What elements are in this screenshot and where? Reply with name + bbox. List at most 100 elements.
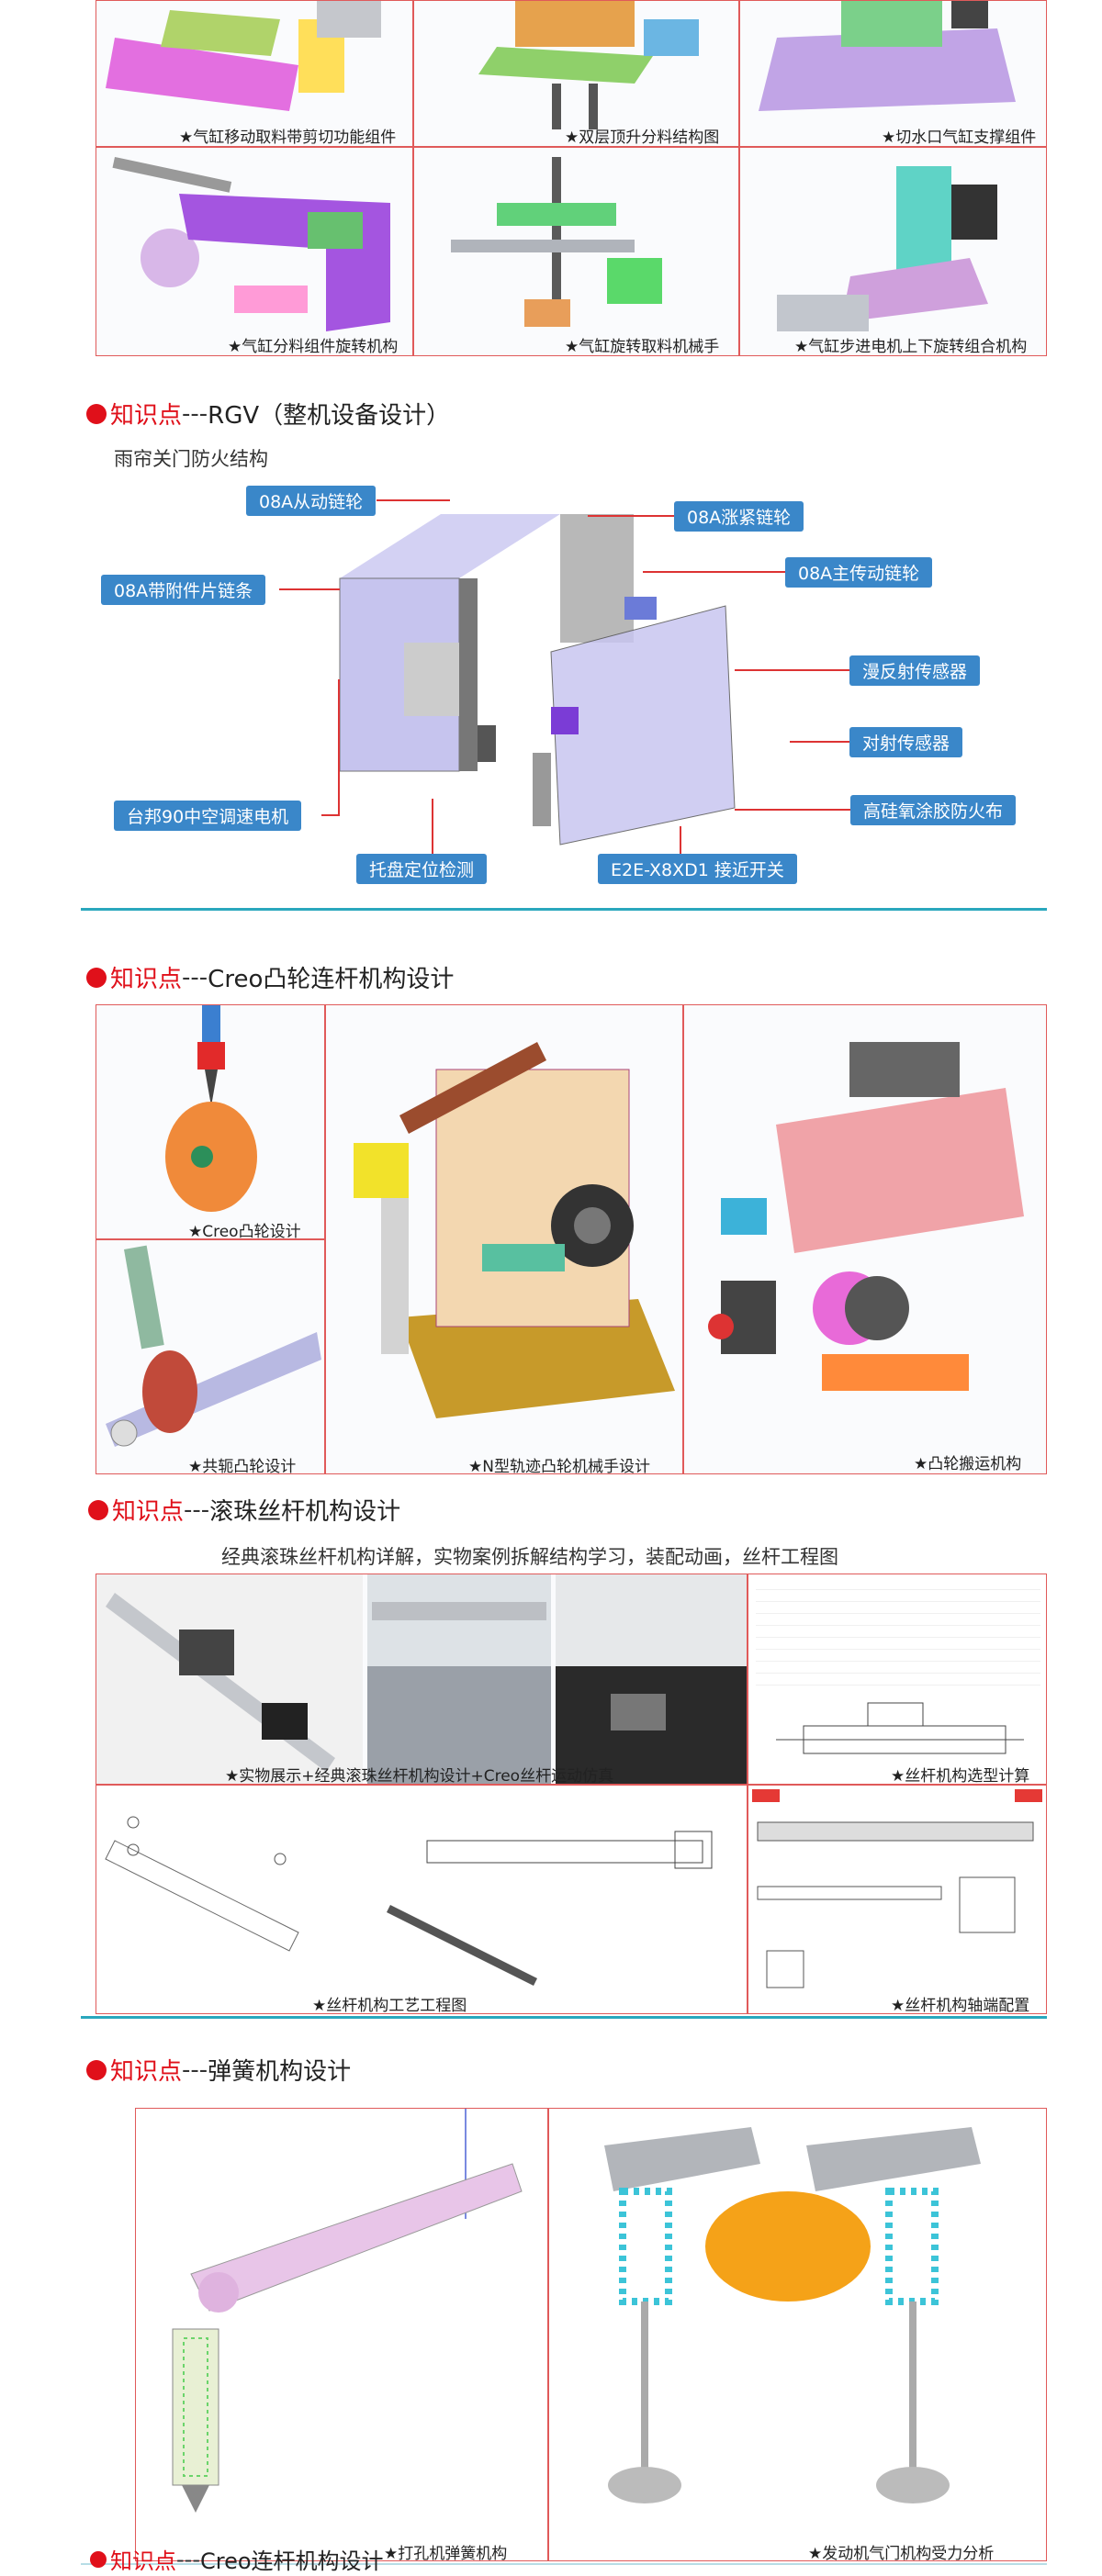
section-divider bbox=[81, 2016, 1047, 2019]
callout-fireproof-cloth: 高硅氧涂胶防火布 bbox=[850, 795, 1017, 825]
illustration-shaft-end bbox=[757, 1821, 1034, 1988]
callout-proximity-switch: E2E-X8XD1 接近开关 bbox=[598, 854, 797, 884]
calc-spec-table bbox=[756, 1578, 1040, 1688]
heading-topic: Creo凸轮连杆机构设计 bbox=[208, 966, 455, 993]
illustration-stepper-rotate bbox=[777, 166, 997, 331]
panel-cam-transfer bbox=[683, 1004, 1047, 1474]
heading-keyword: 知识点 bbox=[110, 402, 183, 430]
heading-separator: --- bbox=[184, 1495, 210, 1524]
calc-schematic bbox=[776, 1702, 1024, 1754]
illustration-screw-photos bbox=[96, 1574, 747, 1784]
callout-chain: 08A带附件片链条 bbox=[101, 575, 266, 605]
panel-screw-calc bbox=[748, 1574, 1047, 1785]
caption-cylinder-cut: ★气缸移动取料带剪切功能组件 bbox=[179, 129, 397, 147]
caption-stepper-rotate: ★气缸步进电机上下旋转组合机构 bbox=[794, 338, 1028, 356]
panel-double-lift bbox=[413, 0, 739, 147]
shaft-end-tag-support bbox=[1015, 1789, 1042, 1802]
bullet-dot bbox=[86, 2059, 107, 2080]
bullet-dot bbox=[86, 403, 107, 424]
leader-line bbox=[588, 515, 674, 517]
panel-rotate-grab bbox=[413, 147, 739, 356]
callout-motor: 台邦90中空调速电机 bbox=[114, 801, 302, 831]
illustration-cylinder-cut bbox=[106, 1, 381, 111]
heading-separator: --- bbox=[182, 399, 208, 428]
panel-screw-drawing bbox=[96, 1785, 748, 2014]
caption-creo-cam: ★Creo凸轮设计 bbox=[188, 1223, 301, 1241]
heading-keyword: 知识点 bbox=[110, 966, 183, 993]
panel-valve-spring bbox=[548, 2108, 1047, 2561]
caption-valve-spring: ★发动机气门机构受力分析 bbox=[808, 2545, 995, 2563]
heading-separator: --- bbox=[176, 2546, 200, 2572]
illustration-n-track-cam bbox=[354, 1042, 675, 1418]
leader-line bbox=[735, 809, 850, 811]
leader-line bbox=[279, 588, 340, 590]
callout-through-beam-sensor: 对射传感器 bbox=[849, 727, 963, 757]
section-divider bbox=[81, 908, 1047, 911]
leader-line bbox=[735, 669, 849, 671]
caption-n-track-cam: ★N型轨迹凸轮机械手设计 bbox=[468, 1458, 650, 1476]
illustration-valve-spring bbox=[604, 2127, 981, 2503]
caption-screw-calc: ★丝杆机构选型计算 bbox=[891, 1767, 1030, 1786]
heading-topic: 滚珠丝杆机构设计 bbox=[209, 1498, 401, 1526]
illustration-rotate-split bbox=[112, 157, 390, 331]
heading-spring: 知识点---弹簧机构设计 bbox=[86, 2053, 351, 2087]
panel-n-track-cam bbox=[325, 1004, 683, 1474]
panel-rotate-split bbox=[96, 147, 413, 356]
panel-gate-support bbox=[739, 0, 1047, 147]
illustration-conjugate-cam bbox=[106, 1245, 321, 1447]
panel-creo-cam bbox=[96, 1004, 325, 1239]
bullet-dot bbox=[86, 967, 107, 988]
rgv-machine-illustration bbox=[339, 514, 736, 846]
bullet-dot bbox=[90, 2550, 107, 2568]
illustration-punch-spring bbox=[172, 2109, 523, 2513]
caption-conjugate-cam: ★共轭凸轮设计 bbox=[188, 1458, 297, 1476]
heading-rgv: 知识点---RGV（整机设备设计） bbox=[86, 397, 450, 431]
panel-cylinder-cut bbox=[96, 0, 413, 147]
heading-topic: RGV（整机设备设计） bbox=[208, 402, 451, 430]
illustration-cam-transfer bbox=[708, 1042, 1024, 1391]
caption-screw-drawing: ★丝杆机构工艺工程图 bbox=[312, 1997, 467, 2015]
heading-topic: Creo连杆机构设计 bbox=[199, 2548, 384, 2574]
caption-double-lift: ★双层顶升分料结构图 bbox=[565, 129, 720, 147]
caption-rotate-split: ★气缸分料组件旋转机构 bbox=[228, 338, 399, 356]
illustration-creo-cam bbox=[165, 1005, 257, 1212]
illustration-double-lift bbox=[478, 1, 699, 129]
heading-linkage-visible: 知识点---Creo连杆机构设计 bbox=[90, 2543, 384, 2575]
leader-line bbox=[680, 826, 681, 854]
leader-line bbox=[432, 799, 433, 854]
caption-screw-photos: ★实物展示+经典滚珠丝杆机构设计+Creo丝杆运动仿真 bbox=[225, 1767, 614, 1786]
heading-ball-screw: 知识点---滚珠丝杆机构设计 bbox=[88, 1493, 400, 1527]
panel-stepper-rotate bbox=[739, 147, 1047, 356]
callout-pallet-detect: 托盘定位检测 bbox=[356, 854, 488, 884]
caption-cam-transfer: ★凸轮搬运机构 bbox=[914, 1455, 1022, 1473]
bullet-dot bbox=[88, 1499, 108, 1520]
heading-separator: --- bbox=[182, 2055, 208, 2084]
heading-separator: --- bbox=[182, 963, 208, 991]
caption-punch-spring: ★打孔机弹簧机构 bbox=[384, 2545, 508, 2563]
illustration-rotate-grab bbox=[451, 157, 662, 327]
shaft-end-tag-fixed bbox=[752, 1789, 780, 1802]
heading-topic: 弹簧机构设计 bbox=[208, 2058, 352, 2086]
panel-screw-photos bbox=[96, 1574, 748, 1785]
heading-keyword: 知识点 bbox=[112, 1498, 185, 1526]
leader-line bbox=[643, 571, 785, 573]
heading-keyword: 知识点 bbox=[110, 2058, 183, 2086]
panel-punch-spring bbox=[135, 2108, 548, 2561]
illustration-gate-support bbox=[759, 1, 1016, 111]
leader-line bbox=[790, 741, 849, 743]
callout-tension-sprocket: 08A涨紧链轮 bbox=[674, 501, 804, 532]
caption-gate-support: ★切水口气缸支撑组件 bbox=[882, 129, 1037, 147]
callout-main-sprocket: 08A主传动链轮 bbox=[785, 557, 933, 588]
illustration-screw-drawing bbox=[105, 1816, 713, 1986]
rgv-subtitle: 雨帘关门防火结构 bbox=[114, 448, 268, 470]
callout-driven-sprocket: 08A从动链轮 bbox=[246, 486, 377, 516]
panel-screw-shaft-end bbox=[748, 1785, 1047, 2014]
leader-line bbox=[377, 499, 450, 501]
panel-conjugate-cam bbox=[96, 1239, 325, 1474]
heading-cam: 知识点---Creo凸轮连杆机构设计 bbox=[86, 960, 454, 994]
caption-rotate-grab: ★气缸旋转取料机械手 bbox=[565, 338, 720, 356]
caption-screw-shaft-end: ★丝杆机构轴端配置 bbox=[891, 1997, 1030, 2015]
leader-line bbox=[338, 679, 340, 815]
leader-line bbox=[321, 814, 340, 816]
ball-screw-subtitle: 经典滚珠丝杆机构详解，实物案例拆解结构学习，装配动画，丝杆工程图 bbox=[221, 1546, 838, 1568]
